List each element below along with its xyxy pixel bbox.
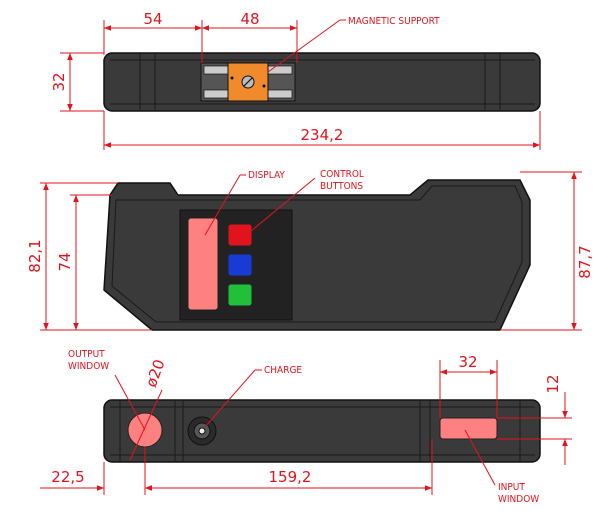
input-window (439, 417, 498, 440)
front-view-body (103, 179, 531, 331)
label-control-buttons-line2: BUTTONS (320, 181, 363, 192)
bottom-view-body (103, 399, 541, 463)
label-output-window-line1: OUTPUT (68, 349, 105, 360)
control-button-red[interactable] (227, 223, 253, 247)
dim-159-2: 159,2 (269, 468, 312, 486)
display (187, 217, 219, 311)
label-input-window-line1: INPUT (498, 482, 525, 493)
control-button-green[interactable] (227, 283, 253, 307)
label-magnetic-support: MAGNETIC SUPPORT (348, 16, 440, 27)
front-view: DISPLAY CONTROL BUTTONS 82,1 74 87,7 (26, 169, 594, 331)
dim-32-height: 32 (50, 72, 68, 91)
label-display: DISPLAY (248, 170, 285, 181)
dim-total-length: 234,2 (301, 126, 344, 144)
magnetic-support (200, 62, 296, 102)
dim-diameter: ø20 (142, 357, 169, 390)
label-output-window-line2: WINDOW (68, 361, 109, 372)
top-view-body (103, 52, 541, 112)
dim-74: 74 (56, 252, 74, 271)
label-input-window-line2: WINDOW (498, 494, 539, 505)
bottom-view: OUTPUT WINDOW ø20 CHARGE 32 12 INPUT WIN… (40, 349, 572, 505)
label-charge: CHARGE (264, 365, 302, 376)
dim-87-7: 87,7 (576, 245, 594, 278)
dim-input-width: 32 (458, 353, 477, 371)
label-control-buttons-line1: CONTROL (320, 169, 364, 180)
top-view: 54 48 MAGNETIC SUPPORT 32 234,2 (50, 10, 541, 150)
dim-54: 54 (143, 10, 162, 28)
dim-82-1: 82,1 (26, 239, 44, 272)
control-button-blue[interactable] (227, 253, 253, 277)
dim-48: 48 (240, 10, 259, 28)
dim-22-5: 22,5 (51, 468, 84, 486)
dim-input-height: 12 (544, 374, 562, 393)
